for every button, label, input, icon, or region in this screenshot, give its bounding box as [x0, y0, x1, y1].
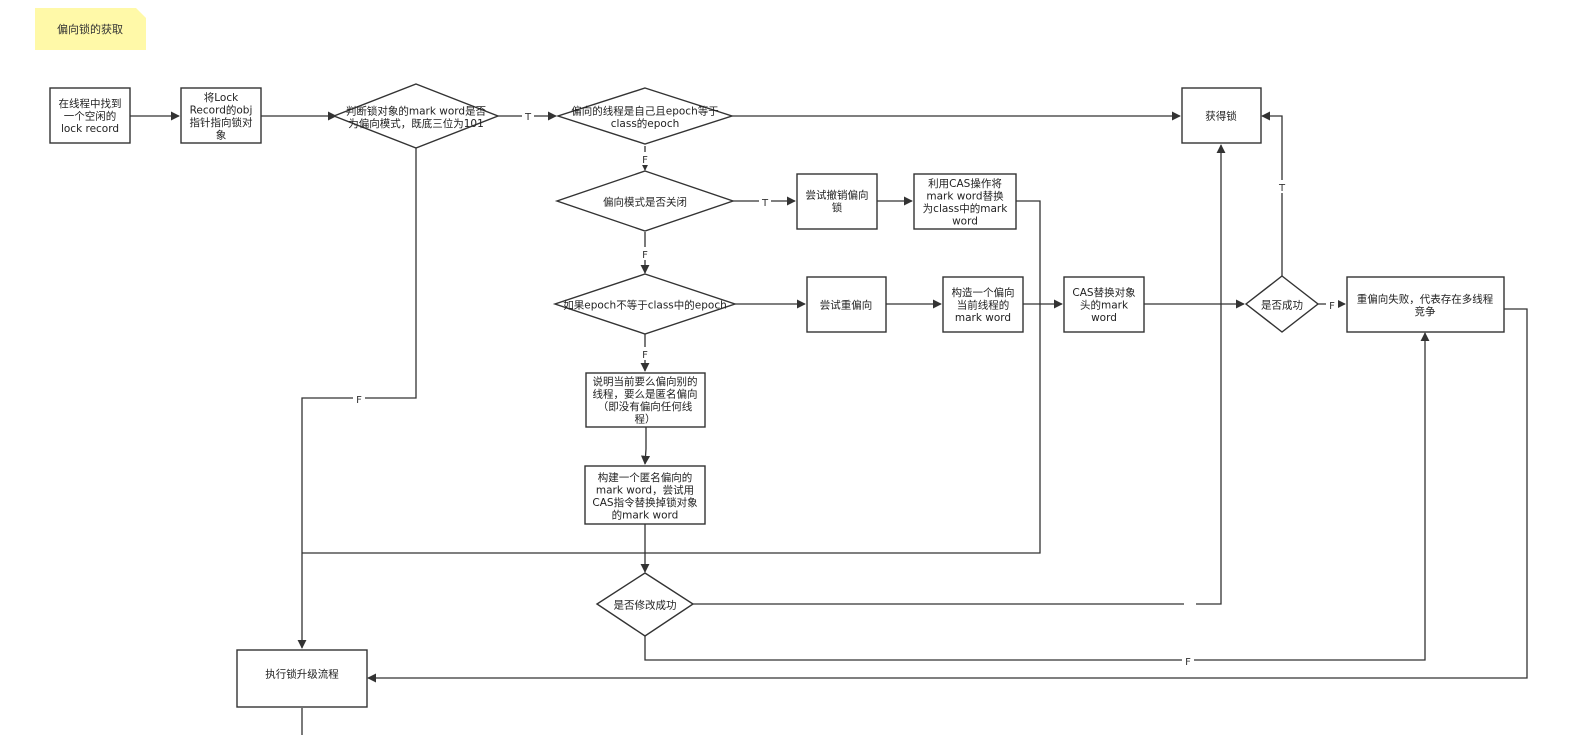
node-text-line: 当前线程的 — [957, 299, 1010, 312]
node-text: 偏向模式是否关闭 — [603, 196, 687, 209]
node-text-line: 是否成功 — [1261, 300, 1303, 312]
node-text: 尝试撤销偏向锁 — [806, 188, 869, 214]
node-text-line: 在线程中找到 — [59, 97, 122, 110]
title-note: 偏向锁的获取 — [35, 8, 146, 50]
edge-label-t: T — [761, 198, 769, 209]
edge-label-f: F — [1185, 657, 1191, 668]
edge-label-t: T — [524, 112, 532, 123]
edge-label-f: F — [356, 395, 362, 406]
node-text-line: 如果epoch不等于class中的epoch — [563, 299, 727, 312]
node-text-line: 获得锁 — [1205, 110, 1237, 123]
node-text: 获得锁 — [1205, 110, 1237, 123]
node-text: 执行锁升级流程 — [265, 668, 339, 681]
node-text: 是否成功 — [1261, 300, 1303, 312]
node-text-line: mark word，尝试用 — [596, 483, 694, 496]
node-text-line: Record的obj — [190, 103, 253, 116]
node-text-line: 一个空闲的 — [64, 110, 117, 123]
node-text-line: 说明当前要么偏向别的 — [593, 375, 698, 388]
node-text-line: 的mark word — [612, 508, 679, 521]
node-epoch-not-equal[interactable]: 如果epoch不等于class中的epoch — [552, 273, 738, 335]
node-explain-anonymous[interactable]: 说明当前要么偏向别的线程，要么是匿名偏向（即没有偏向任何线程） — [585, 372, 706, 428]
node-text: 尝试重偏向 — [820, 299, 873, 312]
node-text-line: 将Lock — [204, 92, 239, 104]
node-text-line: lock record — [61, 123, 119, 135]
edge-success-to-acquire — [1261, 111, 1283, 276]
node-text-line: 执行锁升级流程 — [265, 668, 339, 681]
node-check-biased-mode[interactable]: 判断锁对象的mark word是否为偏向模式，既底三位为101 — [332, 83, 500, 149]
node-text-line: 指针指向锁对 — [190, 116, 253, 129]
node-text-line: 为偏向模式，既底三位为101 — [348, 117, 484, 130]
node-try-rebias[interactable]: 尝试重偏向 — [806, 276, 887, 333]
node-text: 说明当前要么偏向别的线程，要么是匿名偏向（即没有偏向任何线程） — [593, 375, 698, 426]
node-text-line: 尝试撤销偏向 — [806, 188, 869, 201]
edge-label-f: F — [642, 350, 648, 361]
edge-label-f: F — [1329, 301, 1335, 312]
edge-explain-to-buildanon — [641, 427, 651, 465]
node-text: 重偏向失败，代表存在多线程竞争 — [1357, 292, 1494, 318]
edge-failed-to-upgrade — [367, 308, 1528, 683]
node-rebias-failed[interactable]: 重偏向失败，代表存在多线程竞争 — [1346, 276, 1505, 333]
edge-labels: T F T F F F T F F — [353, 109, 1338, 668]
node-text-line: 偏向模式是否关闭 — [603, 196, 687, 209]
node-text-line: 利用CAS操作将 — [928, 177, 1002, 190]
node-text-line: 象 — [216, 129, 227, 141]
node-upgrade-process[interactable]: 执行锁升级流程 — [236, 649, 368, 708]
node-text-line: word — [952, 215, 978, 227]
node-is-success[interactable]: 是否成功 — [1244, 275, 1320, 333]
node-text-line: 是否修改成功 — [614, 599, 677, 612]
node-text: 是否修改成功 — [614, 599, 677, 612]
edge-modified-to-acquire — [693, 144, 1226, 605]
node-try-revoke[interactable]: 尝试撤销偏向锁 — [796, 173, 878, 230]
edge-label-f: F — [642, 155, 648, 166]
node-text-line: 程） — [635, 413, 656, 425]
node-text-line: 构造一个偏向 — [952, 286, 1015, 299]
node-text-line: 锁 — [832, 201, 843, 214]
node-biased-closed[interactable]: 偏向模式是否关闭 — [554, 170, 736, 232]
node-text-line: CAS替换对象 — [1072, 286, 1135, 299]
node-text-line: mark word — [955, 312, 1011, 324]
node-is-modified[interactable]: 是否修改成功 — [595, 572, 695, 637]
node-text-line: 为class中的mark — [923, 202, 1009, 215]
node-text: 判断锁对象的mark word是否为偏向模式，既底三位为101 — [346, 104, 487, 130]
edge-label-t: T — [1278, 183, 1286, 194]
node-text-line: 竞争 — [1415, 305, 1437, 318]
node-acquire-lock[interactable]: 获得锁 — [1181, 87, 1262, 144]
node-text-line: 判断锁对象的mark word是否 — [346, 104, 487, 117]
node-text-line: 头的mark — [1080, 299, 1129, 312]
node-text-line: 偏向的线程是自己且epoch等于 — [571, 104, 718, 117]
node-text-line: 线程，要么是匿名偏向 — [593, 387, 698, 400]
edge-modified-to-failed — [644, 332, 1430, 661]
node-text-line: CAS指令替换掉锁对象 — [592, 496, 697, 509]
edge-label-f: F — [642, 250, 648, 261]
edge-cas-to-upgrade — [302, 200, 1041, 554]
node-text-line: （即没有偏向任何线 — [598, 400, 693, 413]
node-text: 如果epoch不等于class中的epoch — [563, 299, 727, 312]
node-text-line: 重偏向失败，代表存在多线程 — [1357, 292, 1494, 305]
title-note-text: 偏向锁的获取 — [57, 22, 123, 36]
node-text-line: word — [1091, 312, 1117, 324]
node-text-line: mark word替换 — [926, 189, 1004, 202]
node-text-line: 构建一个匿名偏向的 — [598, 471, 693, 484]
node-text-line: 尝试重偏向 — [820, 299, 873, 312]
node-text-line: class的epoch — [611, 117, 680, 130]
